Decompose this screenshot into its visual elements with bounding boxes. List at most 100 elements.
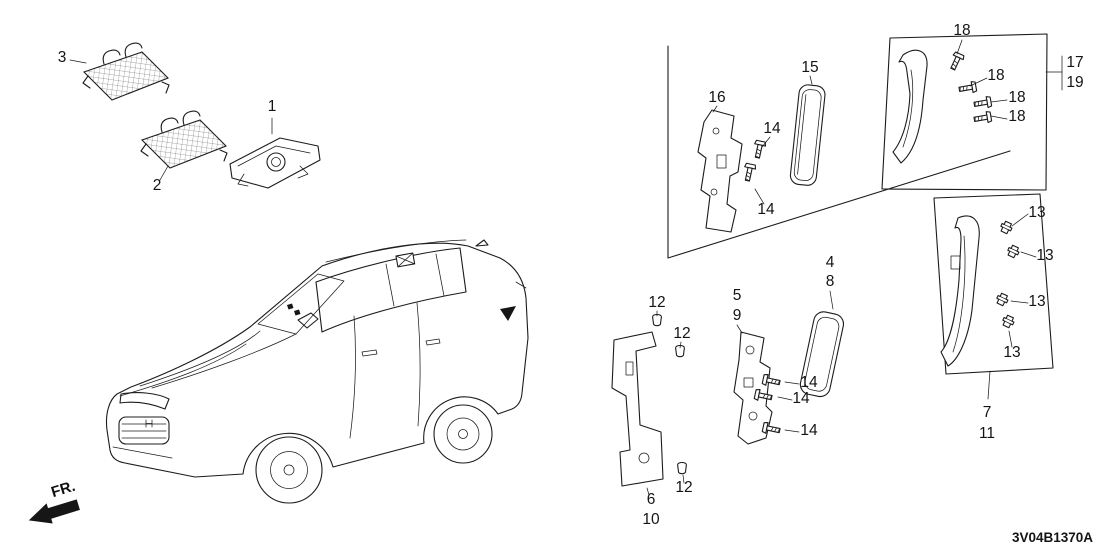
callout-label-14-upper-1: 14	[763, 120, 781, 137]
b-pillar	[385, 263, 395, 307]
front-wheel	[255, 436, 323, 504]
cowl-line	[151, 333, 297, 389]
camera-tab-left	[237, 173, 249, 187]
fr-label: FR.	[49, 478, 77, 501]
roof-rail	[325, 239, 467, 263]
part-4-8-outline	[799, 311, 845, 398]
car-illustration	[105, 239, 529, 504]
bolt-18-icon-2	[957, 80, 978, 96]
part-16-bracket	[697, 109, 743, 233]
callout-label-13-4: 13	[1003, 344, 1020, 361]
camera-lens	[266, 152, 286, 172]
bracket-7-11-leader	[987, 370, 991, 400]
callout-label-12-2: 12	[673, 325, 690, 342]
part-16-hole-2	[710, 188, 718, 196]
part-7-11-slot	[950, 255, 961, 270]
part-16-hole-1	[712, 127, 720, 135]
part-16-outline	[697, 109, 743, 233]
part-5-9-slot	[743, 377, 754, 388]
part-5-9-outline	[733, 331, 773, 445]
callout-label-1: 1	[268, 98, 277, 115]
rear-glass-line	[515, 281, 527, 289]
fr-direction-indicator: FR.	[28, 478, 80, 524]
callout-label-3: 3	[58, 49, 67, 66]
clip-13-icon-2	[1005, 243, 1021, 260]
headlight	[119, 392, 170, 410]
part-6-10-bracket	[611, 331, 664, 487]
fr-arrow-icon	[28, 499, 80, 524]
rear-door-line	[416, 302, 421, 427]
part-2-mesh-bracket	[140, 110, 228, 169]
bolt-18-icon-4	[972, 110, 993, 126]
part-7-11-outline	[940, 215, 980, 367]
front-grille	[118, 416, 170, 445]
part-15-inner	[793, 89, 822, 181]
honda-emblem	[145, 419, 153, 428]
rear-door-handle	[425, 338, 441, 346]
part-5-9-hole-1	[745, 345, 755, 355]
callout-label-12-1: 12	[648, 294, 665, 311]
callout-label-19: 19	[1066, 74, 1083, 91]
camera-tab-right	[297, 165, 309, 179]
part-4-8-panel	[799, 311, 845, 398]
clip-13-icon-4	[1000, 313, 1016, 330]
bolt-18-icon-3	[972, 95, 993, 111]
front-wheel-rim	[270, 451, 308, 489]
grille-slats	[121, 423, 167, 439]
callout-label-18-2: 18	[987, 67, 1004, 84]
callout-label-8: 8	[826, 273, 835, 290]
callout-label-5: 5	[733, 287, 742, 304]
part-6-10-slot	[625, 361, 634, 376]
front-door-line	[349, 315, 356, 439]
front-door-handle	[361, 349, 378, 357]
part-1-camera-unit	[229, 137, 321, 189]
windshield-sensor-mark-2	[294, 309, 301, 316]
bolt-18-icon-1	[947, 50, 966, 72]
bolt-14-icon-upper-1	[751, 139, 767, 160]
callout-label-12-3: 12	[675, 479, 692, 496]
callout-label-4: 4	[826, 254, 835, 271]
car-body-outline	[105, 242, 529, 478]
callout-label-7: 7	[983, 404, 992, 421]
rear-quarter-location-arrow	[500, 306, 516, 321]
part-17-19-outline	[892, 49, 928, 164]
roof-antenna-fin	[475, 239, 489, 247]
part-7-11-bracket	[940, 215, 980, 367]
windshield	[257, 273, 345, 335]
rear-wheel-rim	[446, 417, 480, 451]
bolt-14-icon-upper-2	[741, 162, 757, 183]
callout-label-13-3: 13	[1028, 293, 1045, 310]
rear-wheel	[433, 404, 493, 464]
callout-label-18-3: 18	[1008, 89, 1025, 106]
assembly-box-7-11	[933, 193, 1054, 375]
part-3-mesh-bracket	[82, 42, 170, 101]
part-15-outline	[789, 84, 826, 186]
diagram-code: 3V04B1370A	[1012, 530, 1093, 545]
callout-label-18-1: 18	[953, 22, 970, 39]
side-windows	[315, 247, 467, 333]
roof-module	[395, 252, 416, 268]
callout-label-10: 10	[642, 511, 660, 528]
part-4-8-inner	[804, 316, 840, 392]
callout-label-15: 15	[801, 59, 818, 76]
callout-label-13-1: 13	[1028, 204, 1045, 221]
c-pillar	[435, 253, 445, 297]
callout-label-9: 9	[733, 307, 742, 324]
callout-label-2: 2	[153, 177, 162, 194]
part-5-9-bracket	[733, 331, 773, 445]
rear-wheel-hub	[458, 429, 468, 439]
assembly-box-17-19	[881, 33, 1048, 191]
part-15-panel	[789, 84, 826, 186]
front-wheel-hub	[283, 464, 295, 476]
side-mirror	[297, 312, 319, 329]
part-6-10-outline	[611, 331, 664, 487]
part-17-19-bracket	[892, 49, 928, 164]
callout-label-13-2: 13	[1036, 247, 1053, 264]
clip-13-icon-3	[994, 291, 1010, 308]
callout-leader-lines	[69, 39, 1037, 496]
part-15-rib	[797, 94, 807, 175]
camera-edge	[237, 145, 311, 167]
front-bumper-line	[112, 446, 173, 459]
hood-crease	[139, 330, 261, 387]
group-boundary-line	[667, 45, 1011, 259]
